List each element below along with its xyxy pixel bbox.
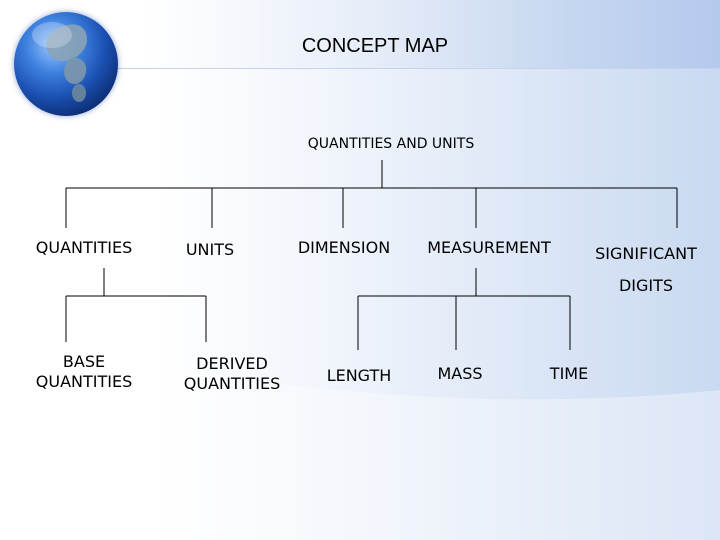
node-label-line: DIGITS	[618, 276, 674, 295]
node-units: UNITS	[185, 240, 235, 259]
node-derived-quantities: DERIVED QUANTITIES	[162, 354, 302, 394]
node-quantities: QUANTITIES	[35, 238, 133, 257]
node-label-line: BASE	[62, 352, 106, 371]
node-quantities-and-units: QUANTITIES AND UNITS	[307, 136, 475, 152]
node-mass: MASS	[437, 364, 483, 383]
node-label-line: DERIVED	[196, 354, 268, 373]
earth-globe-icon	[14, 12, 118, 116]
node-label-line: SIGNIFICANT	[595, 244, 697, 263]
node-measurement: MEASUREMENT	[427, 238, 551, 257]
header-band	[0, 0, 720, 68]
background-swoosh	[0, 350, 720, 540]
node-label-line: QUANTITIES	[35, 372, 133, 391]
node-time: TIME	[549, 364, 589, 383]
title-rule	[118, 68, 720, 69]
globe-highlight	[32, 22, 72, 48]
slide-title: CONCEPT MAP	[301, 35, 449, 57]
node-length: LENGTH	[326, 366, 392, 385]
node-dimension: DIMENSION	[297, 238, 391, 257]
node-base-quantities: BASE QUANTITIES	[14, 352, 154, 392]
node-label-line: QUANTITIES	[183, 374, 281, 393]
node-significant-digits: SIGNIFICANT DIGITS	[576, 238, 716, 302]
globe-landmass	[72, 84, 86, 102]
